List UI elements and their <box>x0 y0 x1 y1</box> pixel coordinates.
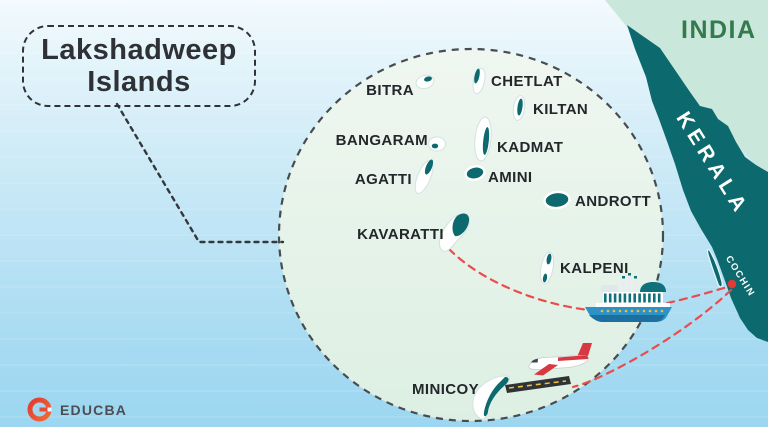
kalpeni-island-icon <box>539 251 555 285</box>
chetlat-island-icon <box>472 67 486 95</box>
island-label-kalpeni: KALPENI <box>560 260 629 277</box>
bangaram-island-icon <box>428 136 446 152</box>
island-label-chetlat: CHETLAT <box>491 73 563 90</box>
island-label-kiltan: KILTAN <box>533 101 589 118</box>
brand-logo-text: EDUCBA <box>60 401 128 418</box>
title-box: Lakshadweep Islands <box>22 25 256 107</box>
ship-route-path <box>447 247 733 312</box>
island-label-bangaram: BANGARAM <box>335 132 428 149</box>
island-label-kadmat: KADMAT <box>497 139 564 156</box>
title-line-1: Lakshadweep <box>41 33 237 66</box>
leader-line <box>115 102 285 244</box>
runway-icon <box>505 376 571 393</box>
kiltan-island-icon <box>512 95 526 121</box>
island-label-bitra: BITRA <box>366 82 414 99</box>
island-label-minicoy: MINICOY <box>412 381 479 398</box>
title-line-2: Islands <box>87 66 191 98</box>
island-label-andrott: ANDROTT <box>575 193 652 210</box>
kadmat-island-icon <box>474 116 492 162</box>
island-label-kavaratti: KAVARATTI <box>357 226 444 243</box>
port-dot-icon <box>727 279 737 289</box>
educba-logo-icon <box>27 397 52 422</box>
kerala-landmass <box>627 25 768 342</box>
kavaratti-island-icon <box>438 213 470 252</box>
country-label-india: INDIA <box>681 16 757 44</box>
minicoy-island-icon <box>472 375 510 420</box>
airplane-icon <box>528 343 592 376</box>
andrott-island-icon <box>543 190 571 210</box>
ship-icon <box>585 273 672 322</box>
island-label-agatti: AGATTI <box>354 171 412 188</box>
bitra-island-icon <box>415 74 435 90</box>
brand-logo: EDUCBA <box>26 396 127 423</box>
cochin-spit <box>707 248 723 288</box>
agatti-island-icon <box>414 159 434 194</box>
island-label-amini: AMINI <box>488 169 533 186</box>
map-zoom-circle <box>277 47 665 423</box>
amini-island-icon <box>464 165 486 181</box>
flight-route-path <box>571 288 733 389</box>
